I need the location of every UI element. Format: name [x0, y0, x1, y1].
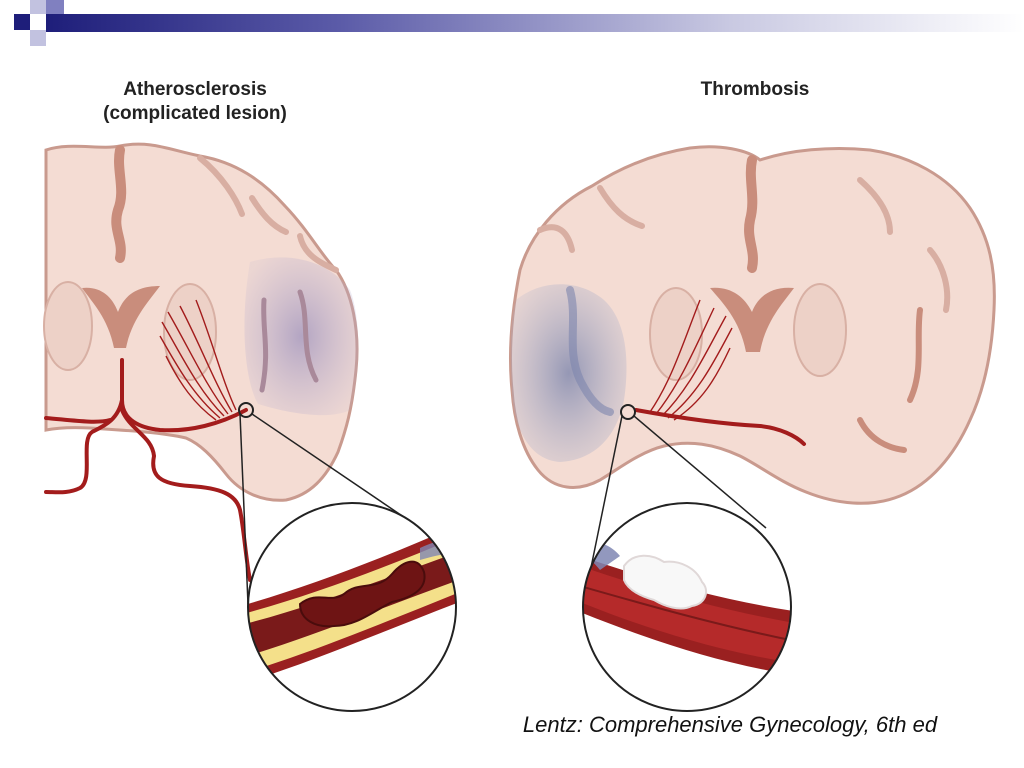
header-square-light-2: [30, 30, 46, 46]
left-magnified-vessel-atherosclerosis: [247, 502, 457, 712]
right-longitudinal-fissure: [744, 155, 758, 273]
header-square-mid: [46, 0, 64, 14]
atherosclerosis-title-line1: Atherosclerosis: [123, 79, 267, 100]
embolic-clot: [623, 554, 708, 610]
left-longitudinal-fissure: [111, 145, 127, 263]
left-brain-section: [43, 142, 359, 582]
slide-header-bar: [0, 0, 1024, 46]
right-ventricles: [710, 287, 794, 352]
left-ischemic-zone: [244, 257, 359, 416]
atherosclerosis-title-line2: (complicated lesion): [103, 103, 287, 124]
header-square-light: [30, 0, 46, 14]
left-zoom-callout: [238, 402, 421, 605]
right-magnified-vessel-thrombosis: [582, 502, 792, 712]
right-ischemic-zone: [510, 284, 627, 462]
thrombus-on-plaque: [298, 560, 426, 628]
left-ventricles: [82, 286, 160, 348]
right-brain-section: [508, 145, 996, 505]
atherosclerosis-title: Atherosclerosis (complicated lesion): [60, 78, 330, 126]
thrombosis-title: Thrombosis: [700, 79, 810, 100]
right-middle-cerebral-artery: [634, 408, 806, 446]
source-citation: Lentz: Comprehensive Gynecology, 6th ed: [522, 712, 938, 737]
right-perforating-arteries: [649, 299, 733, 421]
header-square-dark: [14, 14, 30, 30]
header-gradient-bar: [46, 14, 1024, 32]
left-artery-tree: [44, 358, 252, 582]
left-perforating-arteries: [159, 299, 237, 421]
